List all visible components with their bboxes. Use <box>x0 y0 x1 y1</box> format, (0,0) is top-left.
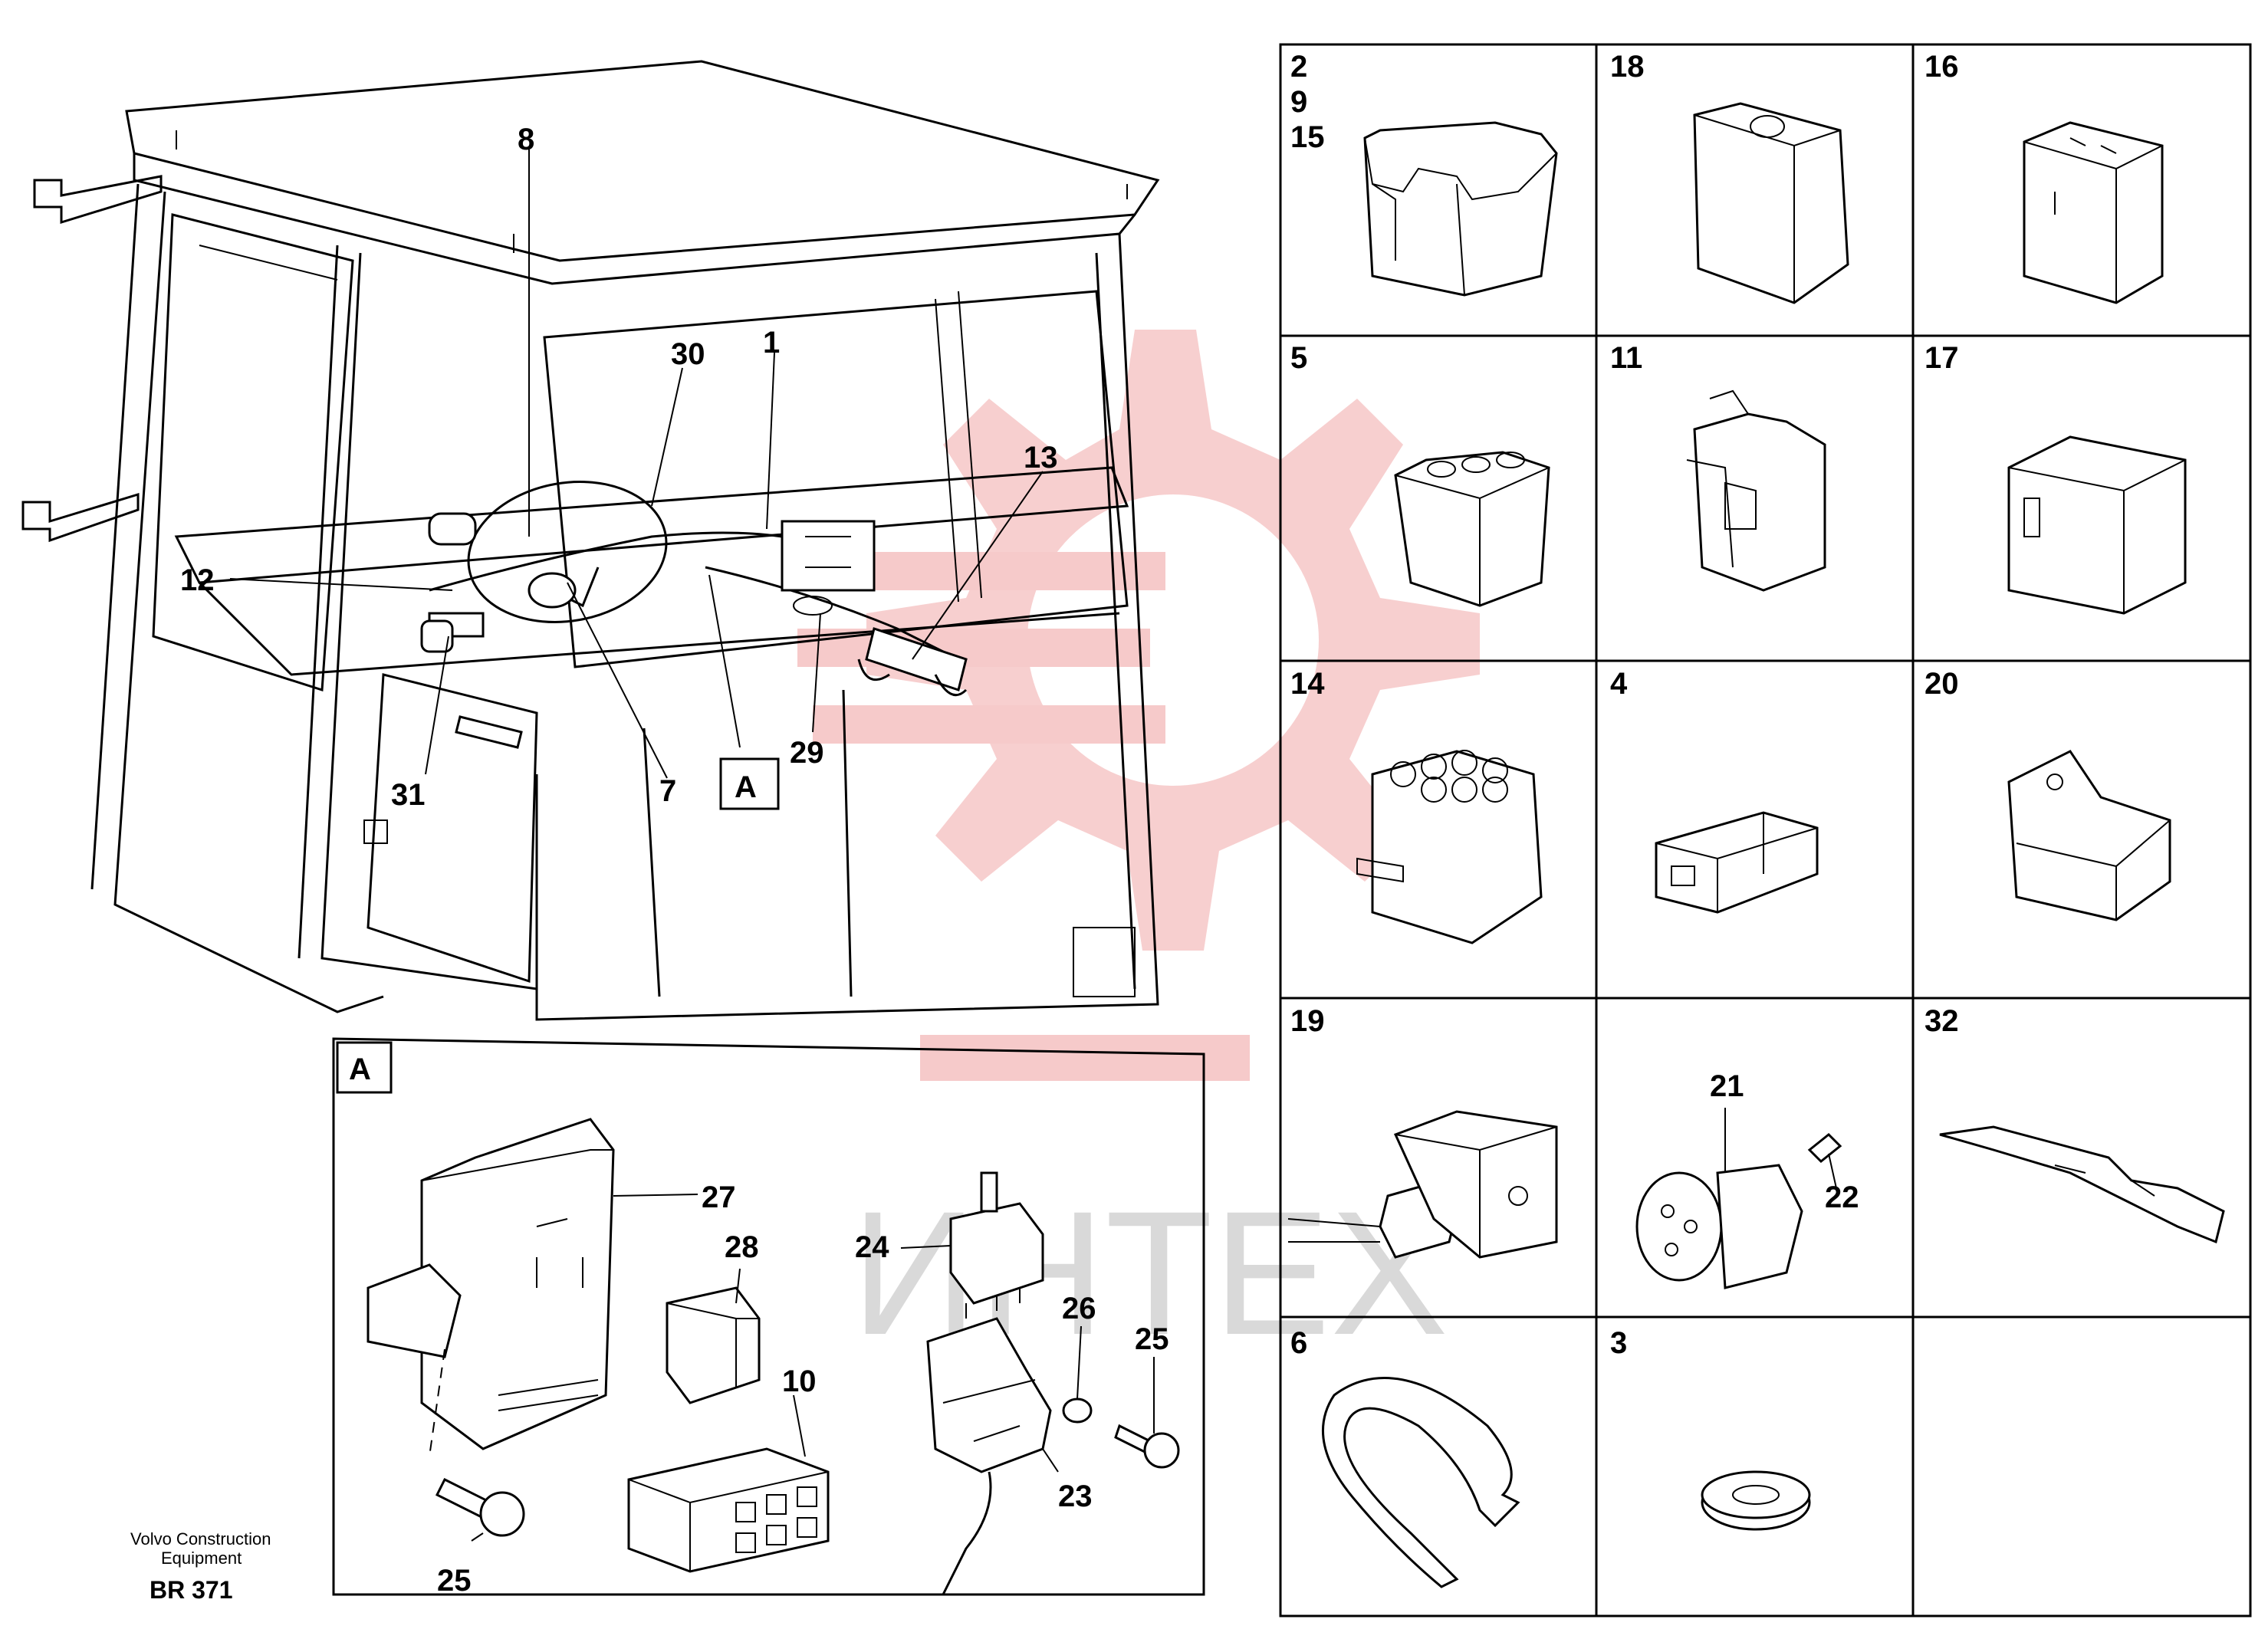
company-line-1: Volvo Construction <box>130 1529 271 1549</box>
cab-callout-7: 7 <box>659 774 676 808</box>
cell-label-17: 17 <box>1925 341 1959 375</box>
cell-label-22: 22 <box>1825 1181 1859 1214</box>
detail-a-label: A <box>349 1053 371 1086</box>
cell-label-2-9-15: 2 9 15 <box>1290 50 1325 154</box>
drawing-code: BR 371 <box>150 1576 233 1604</box>
detail-callout-25-left: 25 <box>437 1564 472 1598</box>
cell-label-19: 19 <box>1290 1004 1325 1038</box>
cab-callout-29: 29 <box>790 736 824 770</box>
cell-label-20: 20 <box>1925 667 1959 701</box>
detail-ref-label: A <box>735 770 757 804</box>
cell-label-18: 18 <box>1610 50 1645 84</box>
cell-label-14: 14 <box>1290 667 1325 701</box>
detail-callout-10: 10 <box>782 1365 817 1398</box>
detail-a-label-box <box>336 1041 393 1094</box>
cab-callout-1: 1 <box>763 326 780 360</box>
cell-label-5: 5 <box>1290 341 1307 375</box>
detail-callout-23: 23 <box>1058 1480 1093 1513</box>
cell-label-3: 3 <box>1610 1326 1627 1360</box>
detail-callout-26: 26 <box>1062 1292 1096 1325</box>
cab-callout-13: 13 <box>1024 441 1058 475</box>
cab-callout-30: 30 <box>671 337 705 371</box>
gear-watermark-icon <box>797 330 1480 1081</box>
detail-callout-25-right: 25 <box>1135 1322 1169 1356</box>
company-line-2: Equipment <box>161 1549 242 1568</box>
cell-label-11: 11 <box>1610 341 1642 375</box>
footer: Volvo Construction Equipment BR 371 <box>130 1529 271 1604</box>
detail-callout-28: 28 <box>725 1230 759 1264</box>
cell-label-21: 21 <box>1710 1069 1744 1103</box>
cab-illustration: 8 30 1 13 12 31 7 29 A <box>21 60 1160 1021</box>
detail-a-panel: A <box>332 1037 1205 1598</box>
cell-label-32: 32 <box>1925 1004 1959 1038</box>
cab-callout-8: 8 <box>518 123 534 156</box>
cab-callout-12: 12 <box>180 563 215 597</box>
detail-ref-box <box>719 757 780 810</box>
cab-callout-31: 31 <box>391 778 426 812</box>
cell-label-6: 6 <box>1290 1326 1307 1360</box>
watermark: ИНТЕХ <box>797 330 1480 1371</box>
parts-grid: 2 9 15 18 16 5 11 17 14 4 20 19 21 22 32… <box>1279 43 2252 1618</box>
detail-callout-27: 27 <box>702 1181 736 1214</box>
cell-label-4: 4 <box>1610 667 1628 701</box>
cell-label-16: 16 <box>1925 50 1959 84</box>
detail-callout-24: 24 <box>855 1230 889 1264</box>
